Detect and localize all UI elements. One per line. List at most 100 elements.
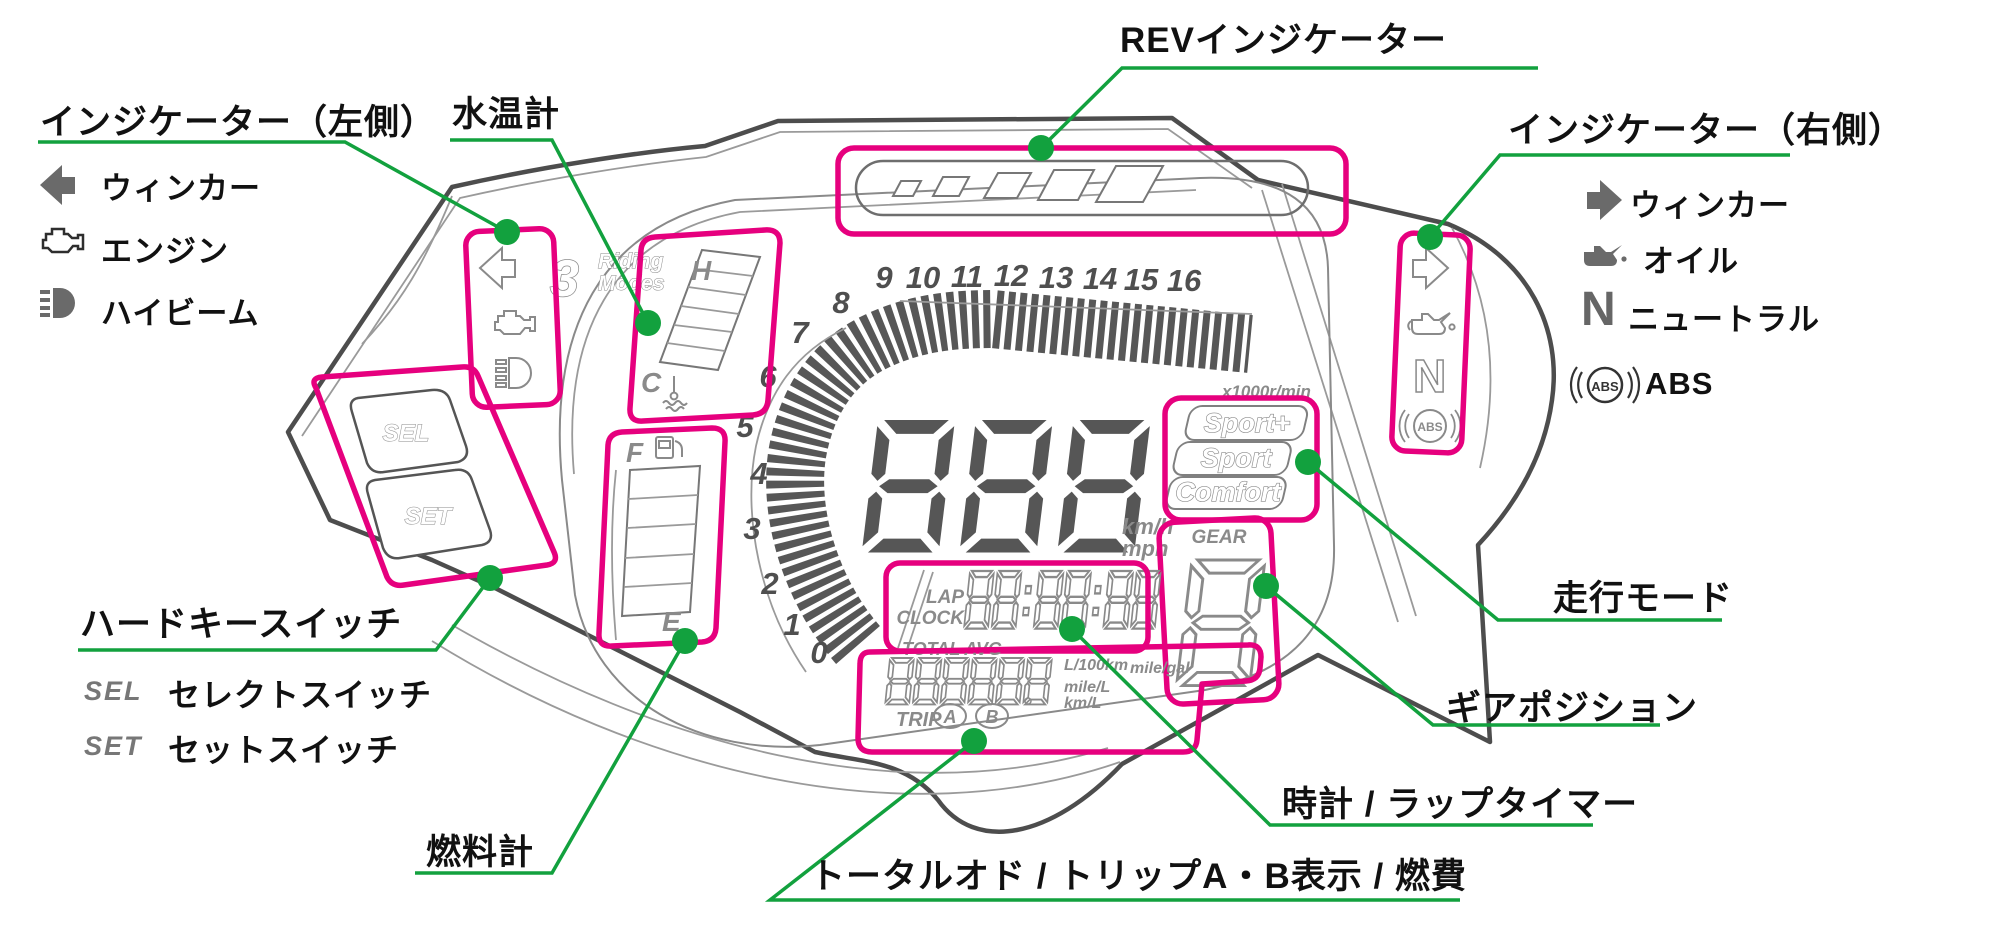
mode-badge	[1165, 476, 1287, 510]
callout-line-water-temp	[450, 138, 650, 324]
tach-label: 15	[1124, 262, 1159, 297]
clock-lap-label: 時計 / ラップタイマー	[1282, 785, 1639, 824]
select-switch-label: セレクトスイッチ	[168, 677, 433, 713]
callout-line-hard-key	[78, 576, 492, 652]
fuel-e-label: E	[662, 606, 682, 637]
turn-right-icon	[1587, 180, 1622, 220]
unit-milegal: mile/gal	[1130, 660, 1190, 677]
right-legend-oil: オイル	[1643, 244, 1739, 279]
clock-display: LAP CLOCK	[883, 560, 1162, 654]
tach-label: 11	[951, 259, 983, 294]
hard-key-label: ハードキースイッチ	[80, 605, 403, 644]
water-temp-label: 水温計	[452, 95, 561, 134]
speed-digits	[861, 420, 1151, 553]
gear-highlight-box	[1156, 515, 1282, 707]
trip-label: TRIP	[896, 709, 942, 731]
callout-line-riding-mode	[1306, 460, 1722, 622]
left-legend-engine: エンジン	[101, 234, 229, 269]
hard-key-highlight-box	[311, 364, 559, 589]
mode-sport-plus: Sport+	[1204, 408, 1290, 438]
tach-label: 12	[994, 258, 1028, 293]
tach-label: 16	[1167, 263, 1202, 298]
sel-button	[349, 388, 469, 474]
gear-position-display: GEAR	[1156, 515, 1282, 707]
trip-b-label: B	[986, 707, 999, 727]
trip-display: TOTAL AVG TRIP A B L/100km mile/gal mile…	[855, 639, 1264, 755]
tach-label: 1	[783, 607, 800, 642]
fuel-gauge: F E	[596, 425, 728, 649]
callout-line-right-indicators	[1428, 153, 1790, 239]
fuel-highlight-box	[596, 425, 728, 649]
left-indicators-label: インジケーター（左側）	[40, 103, 437, 142]
mode-sport: Sport	[1201, 443, 1273, 473]
left-legend-high-beam: ハイビーム	[101, 296, 260, 331]
high-beam-icon	[495, 357, 532, 389]
right-legend-abs: ABS	[1645, 366, 1714, 401]
decimal-point	[1024, 697, 1032, 705]
clock-digits	[962, 569, 1162, 630]
riding-mode-label: 走行モード	[1553, 579, 1734, 618]
callout-line-gear-position	[1264, 584, 1660, 727]
sel-button-label: SEL	[383, 420, 430, 447]
tach-label: 13	[1039, 260, 1073, 295]
callout-line-left-indicators	[38, 140, 508, 234]
water-h-label: H	[691, 255, 712, 286]
neutral-icon: N	[1581, 283, 1616, 336]
trip-a-badge	[933, 703, 967, 729]
right-legend-neutral: ニュートラル	[1628, 302, 1820, 337]
unit-kml: km/L	[1064, 695, 1101, 712]
legend-icons: ABS	[40, 165, 1641, 404]
rev-segment	[891, 180, 923, 197]
turn-right-icon	[1412, 247, 1449, 289]
engine-icon	[41, 227, 85, 254]
right-legend-winker: ウィンカー	[1630, 188, 1790, 223]
svg-text:ABS: ABS	[1417, 420, 1442, 434]
gear-position-label: ギアポジション	[1446, 689, 1699, 728]
tach-label: 0	[810, 635, 827, 670]
set-glyph: SET	[84, 731, 143, 761]
set-button	[365, 468, 493, 560]
callout-line-clock	[1070, 627, 1593, 827]
abs-icon: ABS	[1569, 366, 1641, 404]
engine-icon	[494, 310, 536, 335]
tach-label: 8	[832, 285, 850, 320]
right-indicator-box: N ABS	[1389, 230, 1473, 456]
callout-line-rev	[1039, 66, 1538, 150]
rev-indicator-label: REVインジケーター	[1120, 21, 1447, 60]
lap-label: LAP	[926, 587, 964, 608]
trip-highlight-box	[855, 642, 1264, 755]
set-button-label: SET	[405, 503, 454, 530]
trip-a-label: A	[943, 707, 957, 727]
tach-label: 9	[875, 260, 893, 295]
water-temp-highlight-box	[627, 227, 783, 424]
sel-glyph: SEL	[84, 676, 143, 706]
callout-line-odo	[764, 739, 1460, 902]
fuel-gauge-label: 燃料計	[426, 833, 535, 872]
clock-label: CLOCK	[896, 608, 965, 629]
abs-icon: ABS	[1398, 409, 1462, 443]
rev-segment	[931, 176, 971, 197]
tach-label: 4	[749, 456, 767, 491]
turn-left-icon	[479, 247, 516, 289]
callout-line-fuel	[415, 640, 687, 875]
meter-housing	[285, 115, 1557, 834]
unit-l100km: L/100km	[1064, 657, 1128, 674]
right-indicators-label: インジケーター（右側）	[1508, 111, 1905, 150]
tach-label: 2	[760, 566, 778, 601]
tach-label: 3	[743, 511, 760, 546]
lcd-panel-border	[558, 176, 1336, 748]
coolant-temp-icon	[662, 376, 688, 412]
unit-milel: mile/L	[1064, 679, 1110, 696]
rev-segment	[982, 172, 1033, 199]
svg-text:ABS: ABS	[1591, 379, 1619, 394]
tach-band	[766, 289, 1253, 664]
gear-digit	[1175, 558, 1267, 688]
gear-label: GEAR	[1192, 527, 1247, 548]
oil-icon	[1580, 245, 1627, 266]
callout-lines	[38, 66, 1790, 902]
mode-comfort: Comfort	[1176, 477, 1282, 507]
speed-display: km/h mph	[861, 420, 1173, 561]
left-legend-winker: ウィンカー	[101, 171, 261, 206]
logo-line1: Riding	[598, 250, 663, 273]
